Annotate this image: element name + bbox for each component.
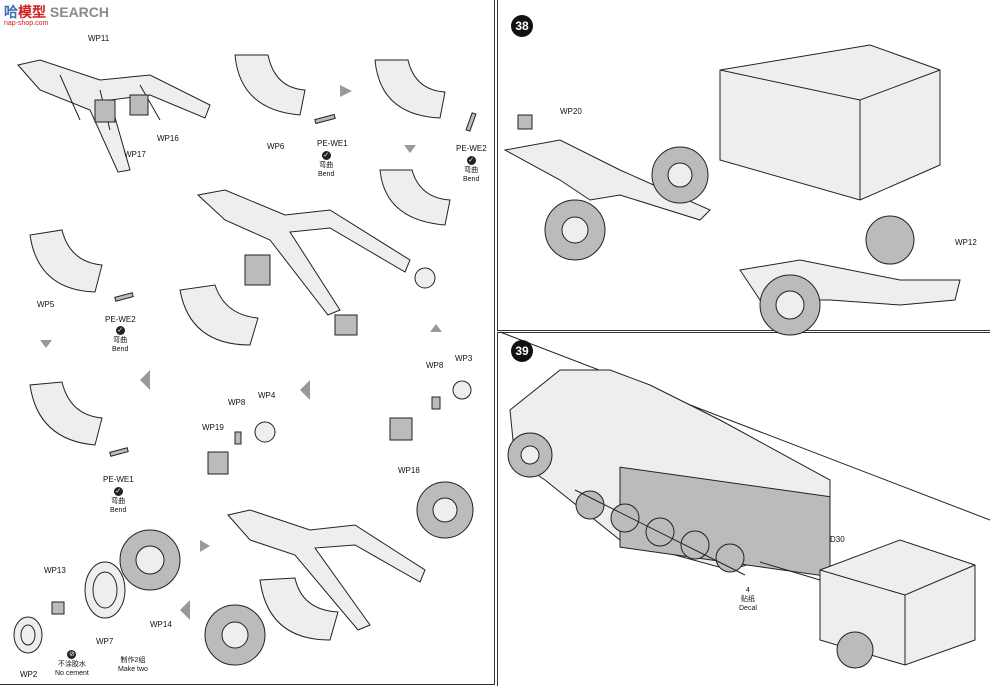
decal-cn: 贴纸 bbox=[740, 596, 755, 603]
bend-icon: ✓ bbox=[466, 156, 476, 165]
label-pe-we1-top: PE-WE1 bbox=[317, 139, 348, 148]
label-wp14: WP14 bbox=[150, 620, 172, 629]
label-wp2: WP2 bbox=[20, 670, 38, 679]
bend-note-3: ✓ 弯曲 Bend bbox=[112, 326, 128, 354]
bend-cn: 弯曲 bbox=[319, 162, 334, 169]
watermark-mid: 模型 bbox=[18, 4, 46, 20]
maketwo-cn: 制作2组 bbox=[120, 657, 146, 664]
chassis-drawing-2 bbox=[196, 189, 436, 336]
mudguard-wp6 bbox=[234, 54, 306, 116]
bend-en: Bend bbox=[318, 171, 335, 178]
bend-cn: 弯曲 bbox=[113, 337, 128, 344]
bend-en: Bend bbox=[463, 176, 480, 183]
step-38-frame bbox=[497, 0, 990, 331]
label-pe-we1-bottom: PE-WE1 bbox=[103, 475, 134, 484]
step-39-number: 39 bbox=[511, 340, 533, 362]
label-wp11: WP11 bbox=[88, 34, 110, 43]
no-cement-note: ⊘ 不涂胶水 No cement bbox=[55, 650, 89, 678]
label-wp7: WP7 bbox=[96, 637, 114, 646]
label-wp18: WP18 bbox=[398, 466, 420, 475]
chassis-drawing-3 bbox=[204, 481, 474, 666]
nocement-cn: 不涂胶水 bbox=[57, 661, 86, 668]
step-39-frame bbox=[497, 332, 990, 686]
label-wp12: WP12 bbox=[955, 238, 977, 247]
label-wp19: WP19 bbox=[202, 423, 224, 432]
bend-note-2: ✓ 弯曲 Bend bbox=[463, 156, 479, 184]
decal-en: Decal bbox=[739, 605, 757, 612]
decal-number: 4 bbox=[746, 587, 750, 594]
make-two-note: 制作2组 Make two bbox=[118, 656, 148, 674]
bend-cn: 弯曲 bbox=[111, 498, 126, 505]
bend-icon: ✓ bbox=[113, 487, 123, 496]
watermark-url: nap-shop.com bbox=[4, 20, 49, 27]
step38-trailer bbox=[503, 44, 961, 336]
bend-icon: ✓ bbox=[321, 151, 331, 160]
label-pe-we2-top: PE-WE2 bbox=[456, 144, 487, 153]
label-wp8-right: WP8 bbox=[426, 361, 444, 370]
label-pe-we2-mid: PE-WE2 bbox=[105, 315, 136, 324]
label-wp5: WP5 bbox=[37, 300, 55, 309]
bend-en: Bend bbox=[110, 507, 127, 514]
label-wp16: WP16 bbox=[157, 134, 179, 143]
label-d30: D30 bbox=[830, 535, 845, 544]
step39-halftrack bbox=[499, 331, 990, 669]
left-panel-frame bbox=[0, 0, 495, 685]
label-wp13: WP13 bbox=[44, 566, 66, 575]
watermark-search: SEARCH bbox=[49, 4, 110, 20]
bend-en: Bend bbox=[112, 346, 129, 353]
decal-note: 4 贴纸 Decal bbox=[739, 586, 757, 613]
bend-cn: 弯曲 bbox=[464, 167, 479, 174]
chassis-drawing-1 bbox=[17, 59, 211, 173]
label-wp17: WP17 bbox=[124, 150, 146, 159]
label-wp8-left: WP8 bbox=[228, 398, 246, 407]
bend-note-1: ✓ 弯曲 Bend bbox=[318, 151, 334, 179]
watermark-logo: 哈模型 SEARCH bbox=[4, 2, 109, 22]
label-wp4: WP4 bbox=[258, 391, 276, 400]
bend-note-4: ✓ 弯曲 Bend bbox=[110, 487, 126, 515]
label-wp20: WP20 bbox=[560, 107, 582, 116]
no-cement-icon: ⊘ bbox=[67, 650, 77, 659]
watermark-char: 哈 bbox=[4, 4, 18, 20]
nocement-en: No cement bbox=[55, 670, 89, 677]
maketwo-en: Make two bbox=[118, 666, 148, 673]
label-wp6: WP6 bbox=[267, 142, 285, 151]
mudguard-top-right bbox=[374, 59, 446, 119]
label-wp3: WP3 bbox=[455, 354, 473, 363]
step-38-number: 38 bbox=[511, 15, 533, 37]
bend-icon: ✓ bbox=[115, 326, 125, 335]
